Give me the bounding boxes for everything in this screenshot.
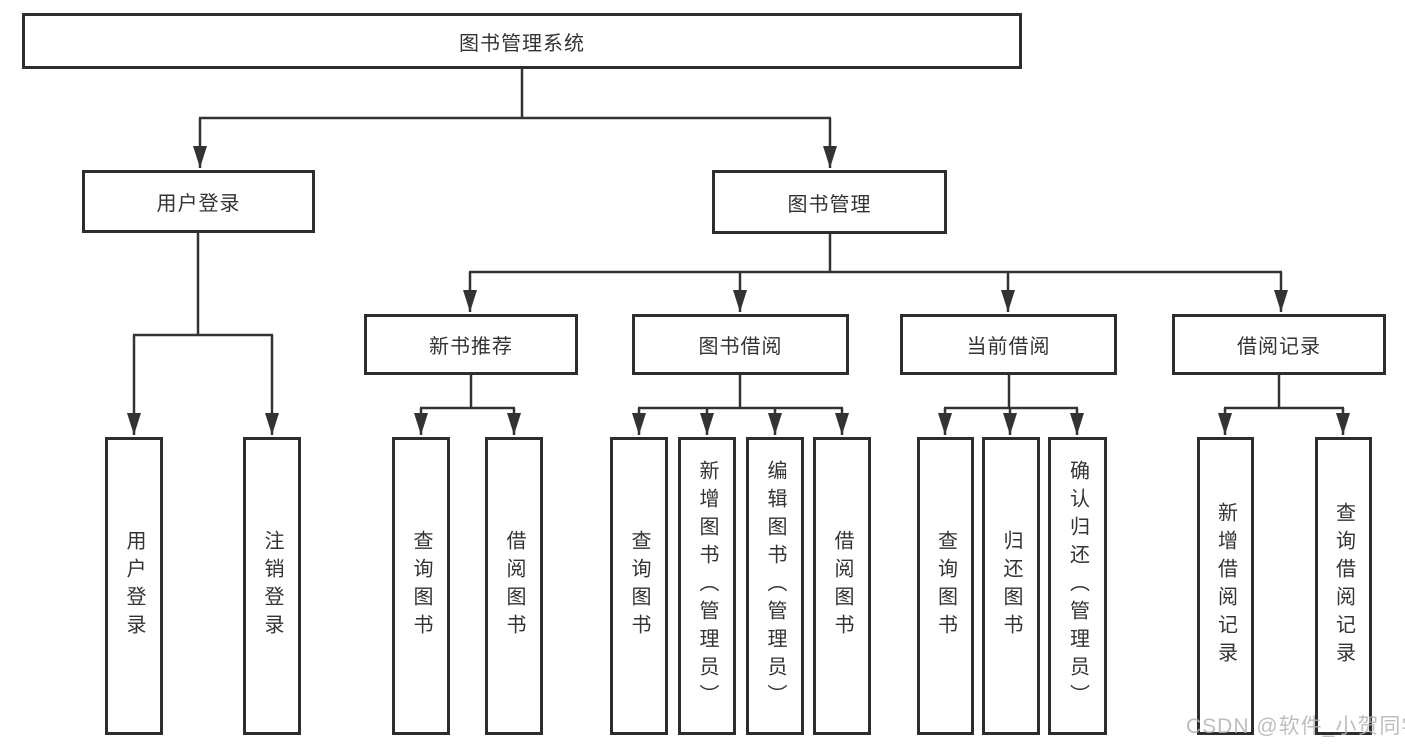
node-borrowing-records: 借阅记录 [1172,314,1386,375]
leaf-label: 注销登录 [261,530,283,642]
leaf-label: 查询图书 [410,530,432,642]
leaf-label: 归还图书 [1000,530,1022,642]
leaf-add-borrowing-record: 新增借阅记录 [1197,437,1254,735]
leaf-add-books-admin: 新增图书（管理员） [678,437,736,735]
node-label: 用户登录 [156,193,241,215]
leaf-confirm-return-admin: 确认归还（管理员） [1048,437,1107,735]
leaf-label: 查询借阅记录 [1332,502,1355,670]
leaf-label: 新增借阅记录 [1214,502,1237,670]
leaf-label: 借阅图书 [831,530,853,642]
leaf-user-login: 用户登录 [105,437,163,735]
leaf-label: 新增图书（管理员） [696,460,718,712]
node-book-borrowing: 图书借阅 [632,314,849,375]
node-label: 图书借阅 [698,336,783,358]
leaf-edit-books-admin: 编辑图书（管理员） [746,437,804,735]
node-label: 借阅记录 [1237,336,1321,358]
leaf-borrowing-query-books: 查询图书 [610,437,668,735]
leaf-logout: 注销登录 [243,437,301,735]
node-label: 图书管理系统 [459,32,585,55]
node-user-login: 用户登录 [82,170,315,233]
node-label: 新书推荐 [429,336,513,358]
leaf-borrow-books: 借阅图书 [813,437,871,735]
leaf-label: 用户登录 [123,530,145,642]
leaf-label: 确认归还（管理员） [1066,460,1089,712]
node-label: 图书管理 [787,193,872,216]
node-label: 当前借阅 [966,336,1051,358]
node-new-book-recommendation: 新书推荐 [364,314,578,375]
leaf-label: 查询图书 [628,530,650,642]
leaf-current-query-books: 查询图书 [917,437,974,735]
node-current-borrowing: 当前借阅 [900,314,1117,375]
csdn-watermark: CSDN @软件_小贺同学 [1186,715,1405,738]
leaf-return-books: 归还图书 [982,437,1040,735]
node-library-management-system: 图书管理系统 [22,13,1022,69]
leaf-recommend-query-books: 查询图书 [392,437,450,735]
node-book-management: 图书管理 [712,170,947,234]
leaf-label: 借阅图书 [503,530,525,642]
leaf-label: 编辑图书（管理员） [764,460,786,712]
leaf-recommend-borrow-books: 借阅图书 [485,437,543,735]
leaf-label: 查询图书 [934,530,957,642]
leaf-query-borrowing-record: 查询借阅记录 [1315,437,1372,735]
